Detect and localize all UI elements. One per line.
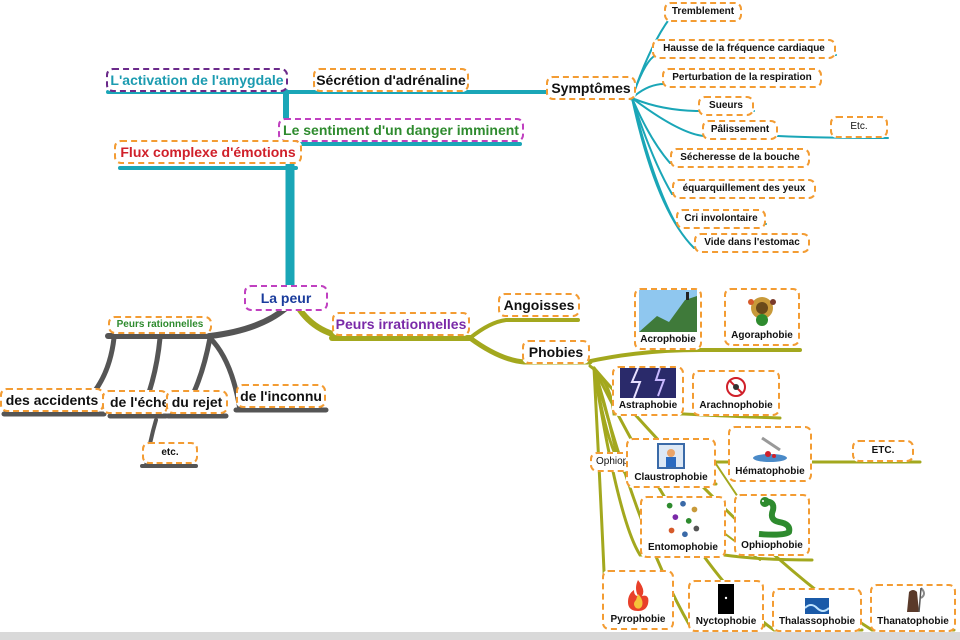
node-ophiophobie-partial[interactable]: Ophiop (590, 452, 630, 472)
olive-connectors (297, 307, 956, 632)
node-adrenaline[interactable]: Sécrétion d'adrénaline (313, 68, 469, 92)
phobia-card-ophiophobie[interactable]: Ophiophobie (734, 494, 810, 556)
symptom-yeux[interactable]: équarquillement des yeux (672, 179, 816, 199)
phobia-card-hematophobie[interactable]: Hématophobie (728, 426, 812, 482)
phobia-label: Thanatophobie (877, 616, 949, 627)
phobia-card-agoraphobie[interactable]: Agoraphobie (724, 288, 800, 346)
lightning-icon (620, 368, 676, 398)
phobia-card-thanatophobie[interactable]: Thanatophobie (870, 584, 956, 632)
phobia-label: Astraphobie (618, 400, 678, 411)
node-angoisses[interactable]: Angoisses (498, 293, 580, 317)
phobia-label: Thalassophobie (778, 616, 856, 627)
phobia-card-entomophobie[interactable]: Entomophobie (640, 496, 726, 558)
snake-icon (758, 497, 793, 538)
phobia-label: Nyctophobie (695, 616, 757, 627)
phobia-card-astraphobie[interactable]: Astraphobie (612, 366, 684, 416)
node-rational-etc[interactable]: etc. (142, 442, 198, 464)
phobia-label: Hématophobie (735, 466, 805, 477)
node-peurs-irrationnelles[interactable]: Peurs irrationnelles (332, 312, 470, 336)
no-spider-icon (726, 377, 746, 397)
node-de-lechec[interactable]: de l'échec (102, 390, 168, 414)
node-symptomes[interactable]: Symptômes (546, 76, 636, 100)
phobia-label: Arachnophobie (699, 400, 773, 411)
reaper-icon (907, 587, 925, 613)
blood-icon (753, 436, 787, 462)
symptom-sueurs[interactable]: Sueurs (698, 96, 754, 116)
box-person-icon (657, 443, 685, 469)
insects-icon (666, 500, 700, 538)
node-phobias-etc[interactable]: ETC. (852, 440, 914, 462)
phobia-card-claustrophobie[interactable]: Claustrophobie (626, 438, 716, 488)
symptom-cri[interactable]: Cri involontaire (676, 209, 766, 229)
phobia-label: Pyrophobie (610, 614, 666, 625)
phobia-label: Acrophobie (640, 334, 696, 345)
wave-icon (805, 598, 829, 614)
phobia-card-pyrophobie[interactable]: Pyrophobie (602, 570, 674, 630)
node-de-linconnu[interactable]: de l'inconnu (236, 384, 326, 408)
phobia-card-thalassophobie[interactable]: Thalassophobie (772, 588, 862, 632)
node-peurs-rationnelles[interactable]: Peurs rationnelles (108, 316, 212, 334)
node-amygdale[interactable]: L'activation de l'amygdale (106, 68, 288, 92)
symptom-secheresse[interactable]: Sécheresse de la bouche (670, 148, 810, 168)
phobia-card-acrophobie[interactable]: Acrophobie (634, 288, 702, 350)
phobia-label: Agoraphobie (731, 330, 793, 341)
symptom-respiration[interactable]: Perturbation de la respiration (662, 68, 822, 88)
night-icon (718, 584, 734, 614)
symptom-palissement[interactable]: Pâlissement (702, 120, 778, 140)
fire-icon (628, 580, 649, 611)
phobia-label: Ophiophobie (741, 540, 803, 551)
symptom-etc[interactable]: Etc. (830, 116, 888, 138)
phobia-card-arachnophobie[interactable]: Arachnophobie (692, 370, 780, 416)
node-danger[interactable]: Le sentiment d'un danger imminent (278, 118, 524, 142)
node-du-rejet[interactable]: du rejet (166, 390, 228, 414)
mountain-icon (639, 290, 697, 332)
bottom-scroll-strip (0, 632, 960, 640)
phobia-card-nyctophobie[interactable]: Nyctophobie (688, 580, 764, 632)
phobia-label: Entomophobie (648, 542, 718, 553)
center-node-la-peur[interactable]: La peur (244, 285, 328, 311)
crowd-icon (748, 297, 776, 326)
symptom-tremblement[interactable]: Tremblement (664, 2, 742, 22)
node-flux[interactable]: Flux complexe d'émotions (114, 140, 302, 164)
node-phobies[interactable]: Phobies (522, 340, 590, 364)
node-des-accidents[interactable]: des accidents (0, 388, 104, 412)
phobia-label: Claustrophobie (634, 472, 708, 483)
symptom-estomac[interactable]: Vide dans l'estomac (694, 233, 810, 253)
symptom-frequence-cardiaque[interactable]: Hausse de la fréquence cardiaque (652, 39, 836, 59)
